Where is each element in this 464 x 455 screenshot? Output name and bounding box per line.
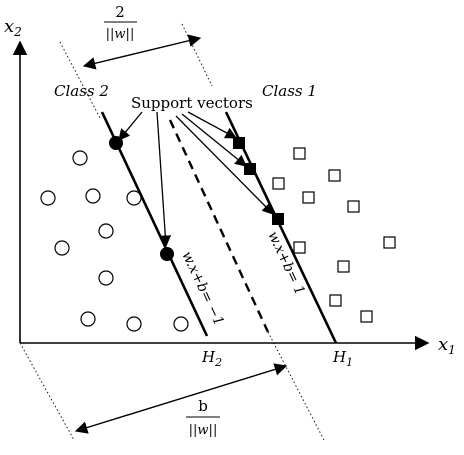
class-2-points	[40, 150, 189, 332]
class-1-point	[347, 200, 360, 213]
class-1-support-vector	[244, 163, 256, 175]
sv-arrow-2	[156, 111, 172, 248]
class-1-support-vector	[233, 137, 245, 149]
class-2-point	[72, 150, 88, 166]
sv-arrow-1	[118, 111, 143, 141]
sv-arrow-3	[187, 111, 238, 139]
class-1-point	[293, 241, 306, 254]
class-1-point	[329, 294, 342, 307]
class-2-point	[173, 316, 189, 332]
class-1-point	[360, 310, 373, 323]
sv-arrow-5	[175, 115, 274, 215]
class-1-point	[302, 191, 315, 204]
y-axis-label: x2	[4, 16, 22, 39]
margin-numerator: 2	[115, 3, 125, 21]
bias-denominator: ||w||	[189, 423, 218, 438]
margin-guide-left	[59, 41, 101, 119]
class-2-support-vector	[160, 247, 174, 261]
class-2-support-vector	[109, 136, 123, 150]
bias-guide-left	[19, 342, 75, 441]
class-2-point	[54, 240, 70, 256]
class-1-label: Class 1	[262, 82, 317, 100]
bias-fraction: b ||w||	[186, 397, 220, 438]
class-1-point	[293, 147, 306, 160]
bias-guide-right	[267, 331, 325, 441]
class-2-point	[85, 188, 101, 204]
class-1-support-vector	[272, 213, 284, 225]
x-axis-label: x1	[438, 334, 456, 357]
h2-label: H2	[201, 348, 222, 369]
hyperplane-h1	[224, 111, 338, 344]
h1-label: H1	[332, 348, 353, 369]
margin-arrow	[82, 34, 202, 70]
class-2-point	[126, 190, 142, 206]
hyperplane-h2	[100, 111, 209, 337]
bias-numerator: b	[198, 397, 208, 415]
class-1-point	[383, 236, 396, 249]
bias-arrow	[74, 363, 288, 434]
class-1-point	[272, 177, 285, 190]
class-2-point	[98, 270, 114, 286]
support-vectors-label: Support vectors	[131, 94, 253, 112]
class-2-point	[126, 316, 142, 332]
margin-guide-right	[181, 23, 213, 87]
decision-boundary	[168, 119, 270, 333]
class-1-point	[328, 169, 341, 182]
sv-arrow-4	[181, 113, 247, 167]
margin-fraction: 2 ||w||	[104, 3, 137, 42]
class-2-point	[80, 311, 96, 327]
class-1-points	[272, 147, 396, 323]
margin-denominator: ||w||	[106, 27, 135, 42]
class-2-point	[98, 223, 114, 239]
class-2-point	[40, 190, 56, 206]
class-2-label: Class 2	[54, 82, 109, 100]
class-1-point	[337, 260, 350, 273]
